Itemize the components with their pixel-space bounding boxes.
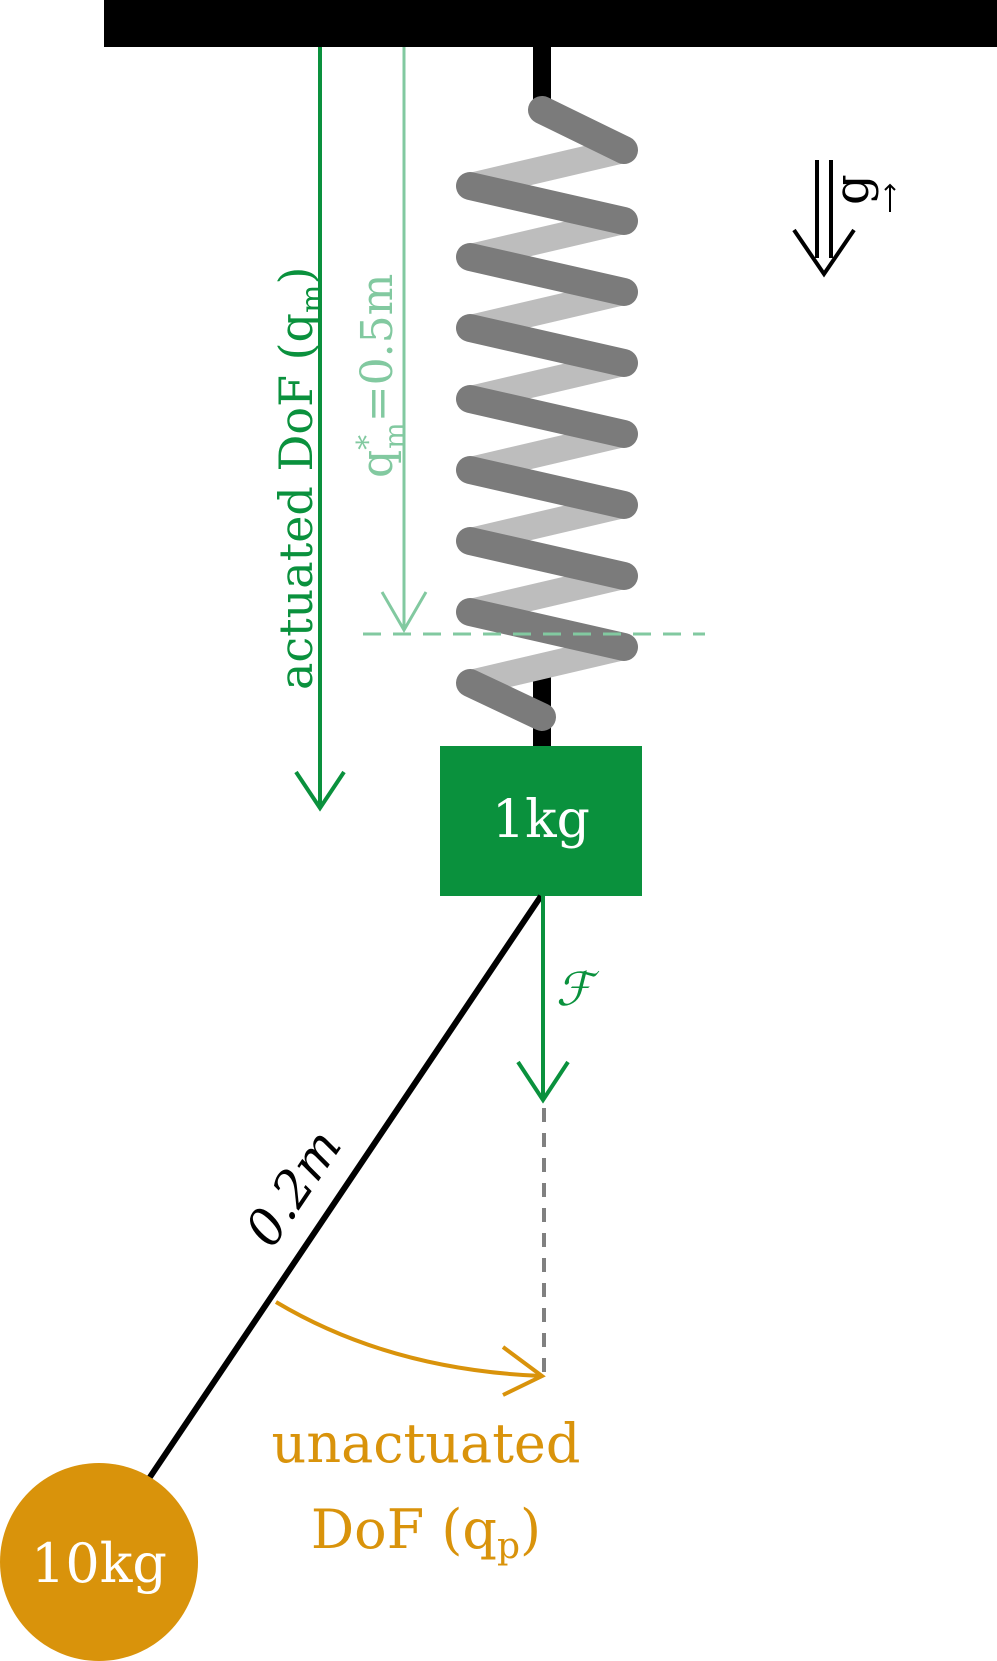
spring: [456, 96, 638, 731]
spring-front-strand: [456, 598, 638, 661]
top-mass-block: [440, 746, 642, 896]
force-arrow: [516, 896, 570, 1104]
gravity-vector-head: [884, 183, 896, 191]
spring-front-strand: [456, 385, 638, 448]
angle-arc-arrow: [274, 1300, 546, 1397]
bottom-mass-label: 10kg: [31, 1532, 167, 1595]
rod-length-label: 0.2m: [234, 1119, 353, 1257]
spring-front-strand: [528, 96, 638, 164]
force-label: ℱ: [556, 962, 600, 1016]
spring-front-strand: [456, 669, 556, 731]
spring-front-strand: [456, 527, 638, 590]
top-mass-label: 1kg: [492, 790, 590, 850]
actuated-dof-label: actuated DoF (qm): [269, 267, 330, 690]
unactuated-label-line2: DoF (qp): [311, 1498, 541, 1567]
unactuated-label-line1: unactuated: [272, 1412, 581, 1475]
gravity-label: g: [824, 174, 880, 205]
ceiling: [104, 0, 997, 47]
actuated-dof-arrow: [294, 47, 346, 812]
double-arrow-down-icon: [792, 160, 856, 278]
bottom-mass-bob: [0, 1463, 198, 1661]
spring-front-strand: [456, 456, 638, 519]
rest-length-label: q*m=0.5m: [351, 274, 411, 478]
spring-front-strand: [456, 243, 638, 306]
rest-length-arrow: [380, 47, 428, 633]
pendulum-rod: [145, 894, 544, 1482]
spring-front-strand: [456, 314, 638, 377]
spring-front-strand: [456, 172, 638, 235]
